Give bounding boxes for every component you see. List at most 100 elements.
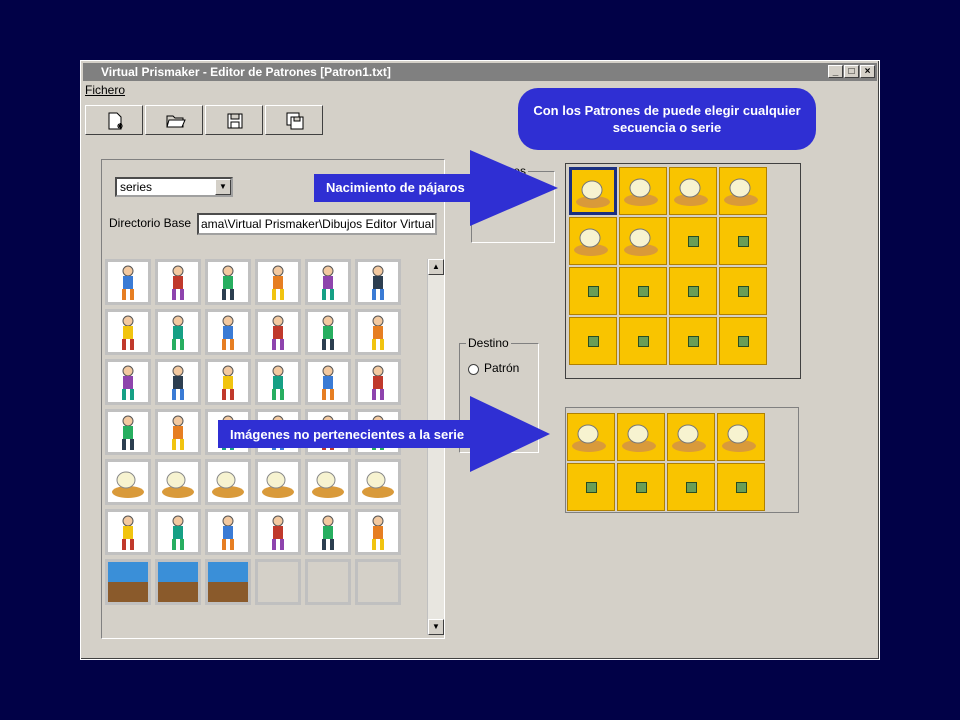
pattern-image-cell[interactable] <box>569 167 617 215</box>
library-tile[interactable] <box>305 459 351 505</box>
library-tile[interactable] <box>355 259 401 305</box>
pattern-empty-cell[interactable] <box>619 267 667 315</box>
pattern-empty-cell[interactable] <box>719 317 767 365</box>
drawing-icon <box>122 415 134 450</box>
pattern-image-cell[interactable] <box>667 413 715 461</box>
drawing-icon <box>322 315 334 350</box>
library-tile[interactable] <box>205 509 251 555</box>
pattern-image-cell[interactable] <box>619 167 667 215</box>
library-tile[interactable] <box>105 509 151 555</box>
new-file-icon <box>108 112 123 130</box>
destino-label: Destino <box>466 336 511 350</box>
library-tile[interactable] <box>105 409 151 455</box>
drawing-icon <box>322 365 334 400</box>
library-tile[interactable] <box>205 459 251 505</box>
drawing-icon <box>372 315 384 350</box>
pattern-image-cell[interactable] <box>719 167 767 215</box>
placeholder-icon <box>638 286 649 297</box>
chevron-down-icon[interactable]: ▼ <box>215 179 231 195</box>
library-tile[interactable] <box>155 359 201 405</box>
drawing-icon <box>372 365 384 400</box>
directorio-input[interactable]: ama\Virtual Prismaker\Dibujos Editor Vir… <box>197 213 437 235</box>
pattern-image-cell[interactable] <box>569 217 617 265</box>
title-bar: Virtual Prismaker - Editor de Patrones [… <box>83 63 877 81</box>
library-tile[interactable] <box>255 309 301 355</box>
placeholder-icon <box>588 286 599 297</box>
library-tile[interactable] <box>155 409 201 455</box>
pattern-empty-cell[interactable] <box>567 463 615 511</box>
library-tile[interactable] <box>205 259 251 305</box>
open-folder-icon <box>166 115 186 128</box>
maximize-button[interactable]: □ <box>844 65 859 78</box>
pattern-empty-cell[interactable] <box>569 267 617 315</box>
library-tile[interactable] <box>155 559 201 605</box>
library-tile[interactable] <box>205 309 251 355</box>
pattern-empty-cell[interactable] <box>569 317 617 365</box>
menu-fichero[interactable]: Fichero <box>85 83 126 97</box>
open-folder-button[interactable] <box>145 105 203 135</box>
drawing-icon <box>222 315 234 350</box>
library-tile[interactable] <box>155 309 201 355</box>
drawing-icon <box>122 515 134 550</box>
patron-radio-label: Patrón <box>484 361 520 375</box>
scroll-down-icon[interactable]: ▼ <box>428 619 444 635</box>
library-tile[interactable] <box>355 359 401 405</box>
library-tile[interactable] <box>105 309 151 355</box>
drawing-icon <box>322 265 334 300</box>
save-as-button[interactable] <box>265 105 323 135</box>
pattern-empty-cell[interactable] <box>669 217 717 265</box>
library-tile[interactable] <box>255 259 301 305</box>
pattern-image-cell[interactable] <box>567 413 615 461</box>
pattern-image-cell[interactable] <box>717 413 765 461</box>
library-tile[interactable] <box>305 559 351 605</box>
placeholder-icon <box>688 286 699 297</box>
pattern-empty-cell[interactable] <box>617 463 665 511</box>
pattern-image-cell[interactable] <box>669 167 717 215</box>
callout-nacimiento-text: Nacimiento de pájaros <box>326 180 465 195</box>
pattern-empty-cell[interactable] <box>669 317 717 365</box>
library-tile[interactable] <box>205 359 251 405</box>
library-tile[interactable] <box>205 559 251 605</box>
close-button[interactable]: × <box>860 65 875 78</box>
library-tile[interactable] <box>305 309 351 355</box>
pattern-empty-cell[interactable] <box>667 463 715 511</box>
drawing-icon <box>572 424 606 452</box>
library-tile[interactable] <box>355 309 401 355</box>
library-tile[interactable] <box>355 459 401 505</box>
library-tile[interactable] <box>255 359 301 405</box>
drawing-icon <box>122 365 134 400</box>
library-tile[interactable] <box>355 559 401 605</box>
library-tile[interactable] <box>305 259 351 305</box>
pattern-image-cell[interactable] <box>617 413 665 461</box>
library-tile[interactable] <box>105 459 151 505</box>
drawing-icon <box>624 178 658 206</box>
drawing-icon <box>674 178 708 206</box>
library-tile[interactable] <box>255 559 301 605</box>
series-select[interactable]: series ▼ <box>115 177 233 197</box>
library-tile[interactable] <box>355 509 401 555</box>
pattern-image-cell[interactable] <box>619 217 667 265</box>
pattern-empty-cell[interactable] <box>669 267 717 315</box>
new-file-button[interactable] <box>85 105 143 135</box>
pattern-empty-cell[interactable] <box>719 217 767 265</box>
library-tile[interactable] <box>155 459 201 505</box>
scroll-up-icon[interactable]: ▲ <box>428 259 444 275</box>
library-tile[interactable] <box>155 259 201 305</box>
library-tile[interactable] <box>305 509 351 555</box>
library-tile[interactable] <box>255 459 301 505</box>
drawing-icon <box>576 180 610 208</box>
library-tile[interactable] <box>305 359 351 405</box>
pattern-empty-cell[interactable] <box>619 317 667 365</box>
library-tile[interactable] <box>155 509 201 555</box>
library-tile[interactable] <box>255 509 301 555</box>
library-tile[interactable] <box>105 359 151 405</box>
drawing-icon <box>362 471 394 498</box>
pattern-empty-cell[interactable] <box>719 267 767 315</box>
callout-imagenes-text: Imágenes no pertenecientes a la serie <box>230 427 465 442</box>
library-tile[interactable] <box>105 259 151 305</box>
patron-radio[interactable] <box>468 364 479 375</box>
library-tile[interactable] <box>105 559 151 605</box>
minimize-button[interactable]: _ <box>828 65 843 78</box>
save-button[interactable] <box>205 105 263 135</box>
pattern-empty-cell[interactable] <box>717 463 765 511</box>
